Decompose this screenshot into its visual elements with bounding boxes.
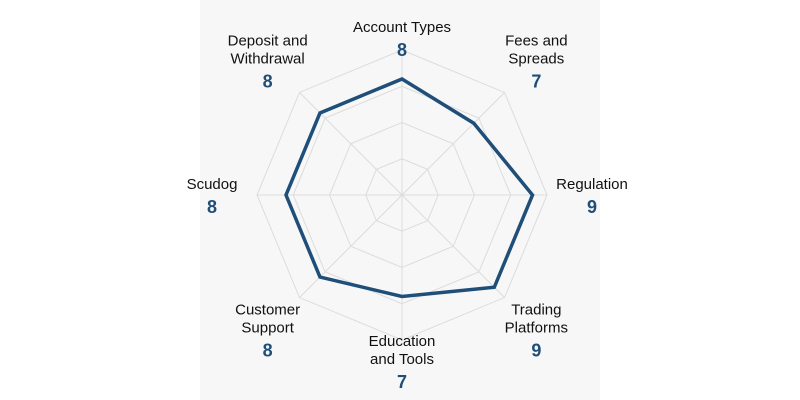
axis-value-label: 9: [531, 340, 541, 360]
axis-label: Education: [369, 333, 436, 350]
axis-spoke: [299, 194, 403, 298]
axis-label: and Tools: [370, 351, 434, 368]
axis-label: Trading: [511, 301, 561, 318]
axis-spoke: [299, 92, 403, 196]
axis-label-group: Scudog 8: [187, 176, 238, 217]
axis-label-group: Regulation 9: [556, 176, 628, 217]
chart-panel: [200, 0, 600, 400]
axis-value-label: 9: [587, 197, 597, 217]
axis-spoke: [401, 194, 505, 298]
axis-label-group: Account Types 8: [353, 19, 451, 60]
axis-label: Account Types: [353, 19, 451, 36]
axis-label: Support: [241, 319, 294, 336]
axis-spoke: [401, 92, 505, 196]
axis-value-label: 7: [531, 72, 541, 92]
axis-label: Fees and: [505, 33, 568, 50]
axis-label: Spreads: [508, 51, 564, 68]
axis-label: Withdrawal: [231, 51, 305, 68]
axis-label: Regulation: [556, 176, 628, 193]
axis-value-label: 8: [397, 40, 407, 60]
radar-series: [284, 77, 535, 299]
axis-label: Platforms: [505, 319, 568, 336]
series-polygon: [284, 77, 535, 299]
axis-value-label: 8: [207, 197, 217, 217]
axis-label: Customer: [235, 301, 300, 318]
radar-axes: [257, 50, 547, 340]
axis-label: Deposit and: [228, 33, 308, 50]
axis-value-label: 8: [263, 340, 273, 360]
axis-value-label: 8: [263, 72, 273, 92]
axis-label: Scudog: [187, 176, 238, 193]
axis-value-label: 7: [397, 372, 407, 392]
